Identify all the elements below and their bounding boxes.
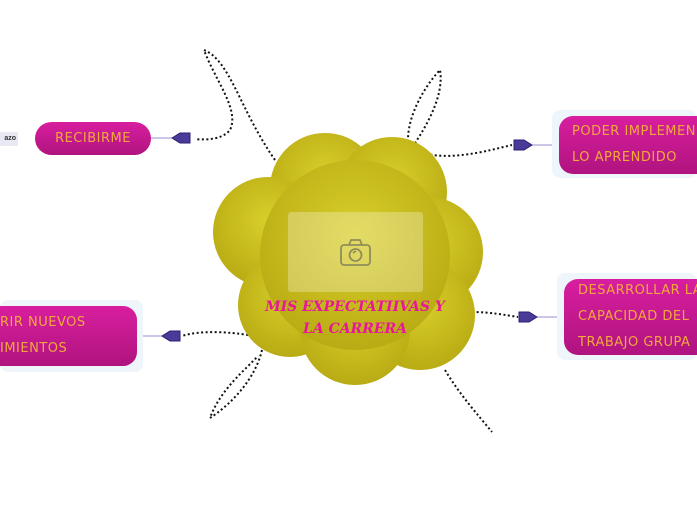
node-desarrollar-line2: CAPACIDAD DEL — [578, 309, 690, 324]
connector-to-nuevos — [181, 331, 249, 337]
node-desarrollar[interactable]: DESARROLLAR LA CAPACIDAD DEL TRABAJO GRU… — [564, 279, 697, 355]
arrow-right-implementar — [513, 139, 533, 151]
center-title[interactable]: MIS EXPECTATIIVAS Y LA CARRERA — [262, 296, 448, 340]
connector-lines — [181, 48, 519, 433]
arrows — [161, 132, 538, 342]
node-implementar-line1: PODER IMPLEMEN — [572, 124, 696, 139]
node-nuevos[interactable]: RIR NUEVOS IMIENTOS — [0, 306, 137, 366]
center-title-line1: MIS EXPECTATIIVAS Y — [265, 299, 445, 315]
connector-bottom-right — [444, 369, 493, 433]
connector-to-recibirme — [194, 48, 276, 161]
arrow-left-recibirme — [171, 132, 191, 144]
connector-to-desarrollar — [471, 311, 519, 318]
node-implementar[interactable]: PODER IMPLEMEN LO APRENDIDO — [559, 116, 697, 174]
center-title-line2: LA CARRERA — [302, 321, 408, 337]
clipped-tag: azo — [0, 132, 18, 146]
node-recibirme[interactable]: RECIBIRME — [35, 122, 151, 155]
node-desarrollar-line3: TRABAJO GRUPA — [578, 335, 691, 350]
node-desarrollar-line1: DESARROLLAR LA — [578, 283, 697, 298]
connector-to-implementar — [407, 67, 513, 157]
node-implementar-line2: LO APRENDIDO — [572, 150, 677, 165]
node-nuevos-line1: RIR NUEVOS — [0, 315, 86, 330]
center-image-placeholder — [288, 212, 423, 292]
node-nuevos-line2: IMIENTOS — [0, 341, 68, 356]
arrow-right-desarrollar — [518, 311, 538, 323]
arrow-left-nuevos — [161, 330, 181, 342]
connector-bottom-left — [208, 349, 263, 421]
node-recibirme-label: RECIBIRME — [55, 130, 131, 146]
